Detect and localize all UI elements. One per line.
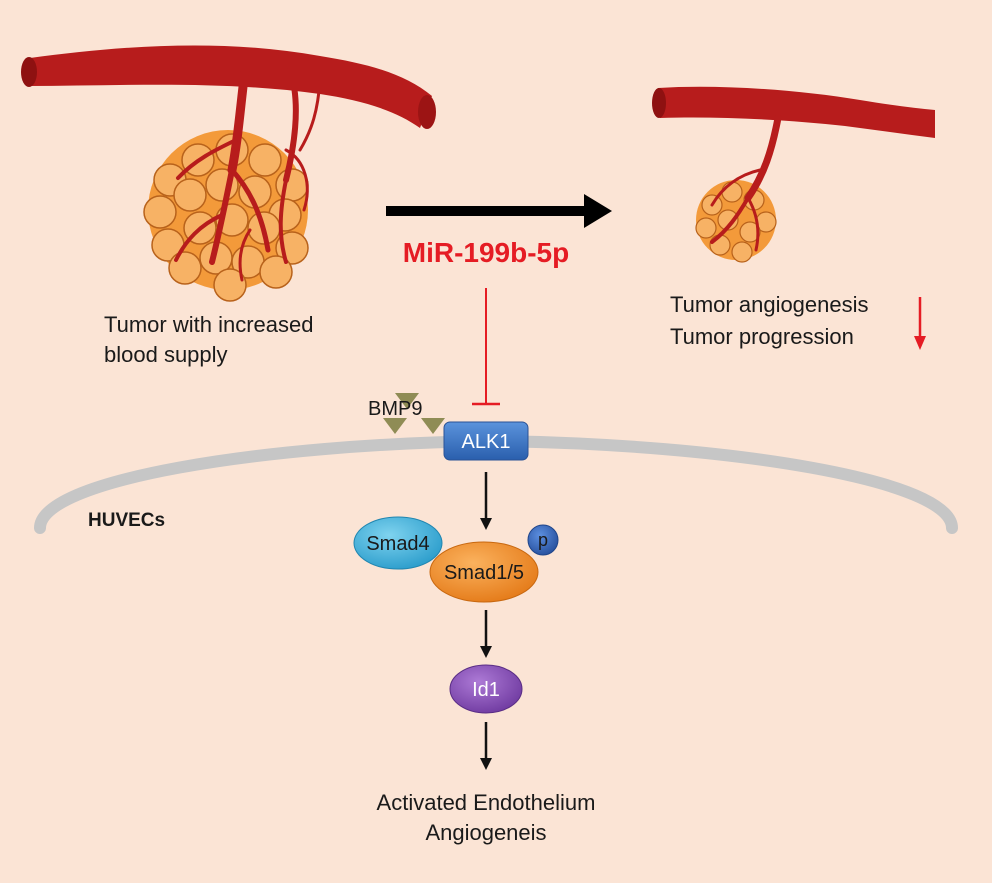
left-blood-vessel <box>28 45 432 128</box>
decrease-arrow <box>914 297 926 350</box>
smad15-label: Smad1/5 <box>444 562 524 584</box>
left-vessel-opening <box>21 57 37 87</box>
outcome-line2: Angiogeneis <box>425 820 546 845</box>
right-tumor-mass <box>695 180 777 263</box>
left-tumor-illustration <box>21 45 436 302</box>
bmp9-ligand <box>383 393 445 434</box>
treatment-arrow <box>386 194 612 228</box>
cell-label: HUVECs <box>88 510 165 531</box>
left-vessel-branches <box>174 65 322 282</box>
right-blood-vessel <box>658 86 935 138</box>
right-tumor-caption-line1: Tumor angiogenesis <box>670 292 869 317</box>
treatment-label: MiR-199b-5p <box>403 237 569 268</box>
arrow-id1-to-outcome <box>480 722 492 770</box>
right-vessel-opening <box>652 88 666 118</box>
inhibition-line <box>472 288 500 406</box>
outcome-line1: Activated Endothelium <box>377 790 596 815</box>
alk1-label: ALK1 <box>462 431 511 453</box>
phospho-label: p <box>538 530 548 550</box>
left-vessel-end <box>418 95 436 129</box>
smad15-protein <box>429 541 539 603</box>
smad4-protein <box>353 516 443 570</box>
bmp9-label: BMP9 <box>368 398 422 420</box>
alk1-receptor <box>443 421 529 461</box>
arrow-smad-to-id1 <box>480 610 492 658</box>
right-vessel-branches <box>710 114 782 252</box>
left-tumor-mass <box>143 130 309 302</box>
id1-protein <box>449 664 523 714</box>
arrow-alk1-to-smad <box>480 472 492 530</box>
phospho-group <box>527 524 559 556</box>
left-tumor-caption-line1: Tumor with increased <box>104 312 313 337</box>
smad4-label: Smad4 <box>366 533 429 555</box>
right-tumor-illustration <box>652 86 935 263</box>
id1-label: Id1 <box>472 679 500 701</box>
left-tumor-caption-line2: blood supply <box>104 342 228 367</box>
right-tumor-caption-line2: Tumor progression <box>670 324 854 349</box>
